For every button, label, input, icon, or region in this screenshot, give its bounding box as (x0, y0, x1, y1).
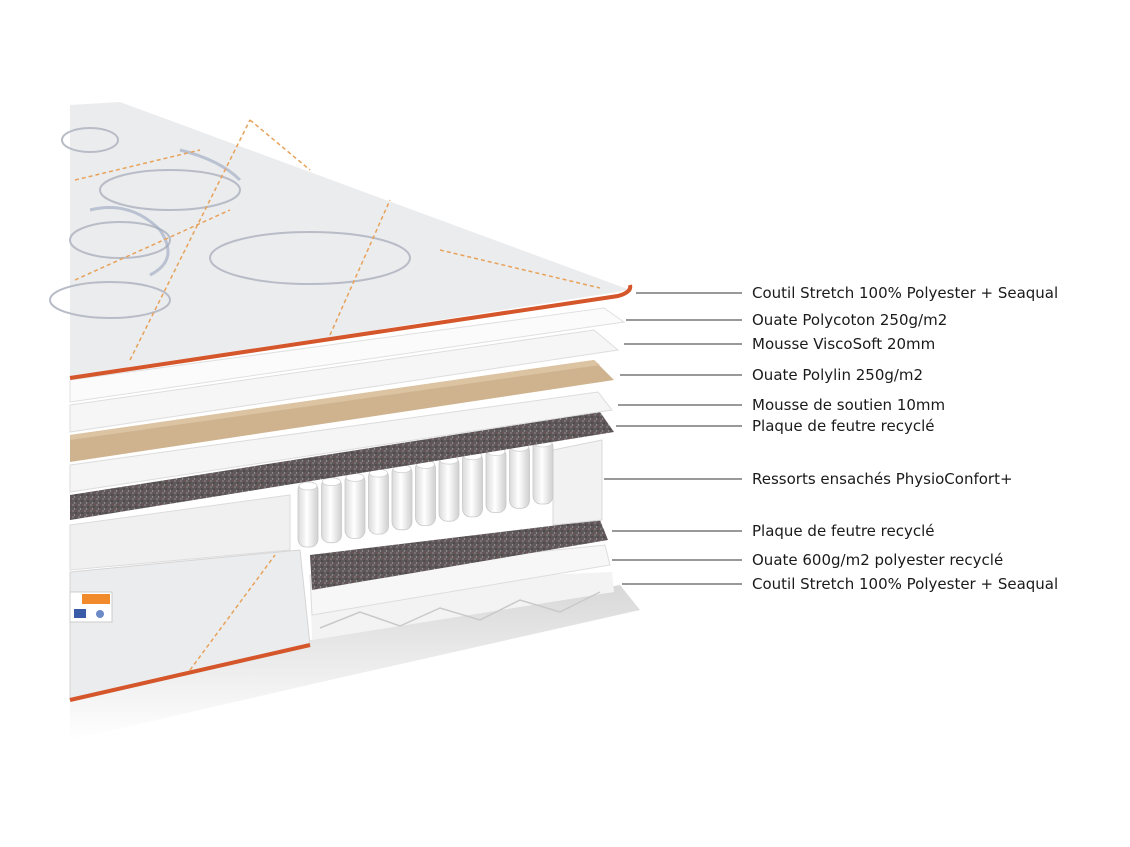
label-polycoton: Ouate Polycoton 250g/m2 (752, 311, 948, 329)
pocket-spring (415, 460, 436, 526)
pocket-springs (297, 438, 554, 548)
label-top-cover: Coutil Stretch 100% Polyester + Seaqual (752, 284, 1059, 302)
pocket-spring (344, 472, 366, 539)
pocket-spring (368, 468, 389, 535)
spring-end-foam (552, 439, 603, 526)
pocket-spring (509, 442, 530, 509)
pocket-spring-top (298, 481, 318, 491)
pocket-spring-top (322, 477, 341, 487)
pocket-spring (532, 438, 554, 505)
pocket-spring (297, 481, 319, 548)
label-pocket-springs: Ressorts ensachés PhysioConfort+ (752, 470, 1013, 488)
front-side-panel (69, 494, 311, 702)
pocket-spring (485, 447, 507, 514)
layer-polycoton (69, 307, 626, 403)
label-bottom-cover: Coutil Stretch 100% Polyester + Seaqual (752, 575, 1059, 593)
label-polylin: Ouate Polylin 250g/m2 (752, 366, 924, 384)
pocket-spring (321, 477, 342, 544)
pocket-spring (391, 464, 413, 531)
floor-shadow (70, 585, 640, 740)
label-felt-upper: Plaque de feutre recyclé (752, 417, 935, 435)
layer-viscosoft (69, 329, 620, 433)
certification-label-icon (69, 591, 113, 623)
label-support-foam: Mousse de soutien 10mm (752, 396, 946, 414)
top-cover (49, 102, 633, 380)
label-ouate-600: Ouate 600g/m2 polyester recyclé (752, 551, 1004, 569)
layer-felt-upper (70, 412, 614, 520)
label-viscosoft: Mousse ViscoSoft 20mm (752, 335, 936, 353)
layer-polylin (70, 360, 614, 462)
pocket-spring (462, 451, 483, 518)
label-felt-lower: Plaque de feutre recyclé (752, 522, 935, 540)
leader-lines (604, 292, 742, 585)
layer-felt-lower (310, 520, 608, 590)
layer-support-foam (69, 391, 613, 493)
pocket-spring (438, 455, 460, 522)
